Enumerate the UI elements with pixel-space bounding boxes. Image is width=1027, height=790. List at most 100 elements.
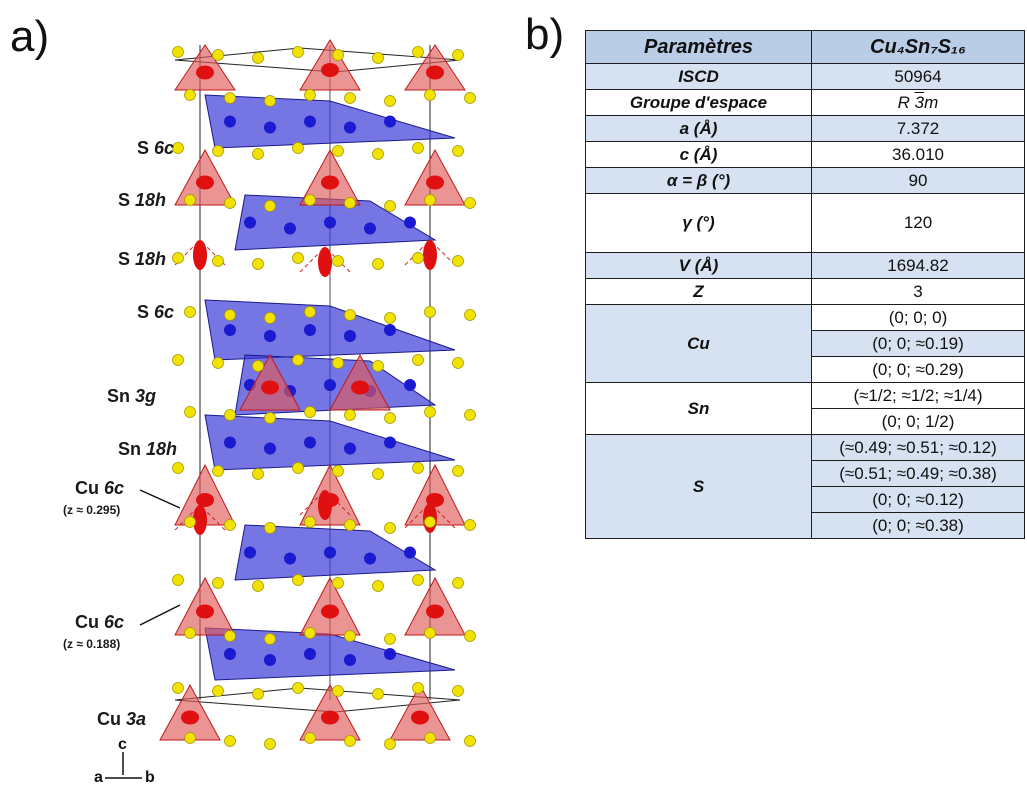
- sn-atom: [344, 330, 356, 342]
- site-label-s-6c-top: S 6c: [137, 138, 175, 158]
- s-atom: [412, 462, 424, 474]
- s-atom: [464, 735, 476, 747]
- s-atom: [372, 468, 384, 480]
- s-atom: [344, 409, 356, 421]
- cu-s-bond: [174, 239, 201, 266]
- s-atom: [424, 627, 436, 639]
- s-atom: [184, 306, 196, 318]
- table-row: Cu (0; 0; 0): [585, 304, 1025, 383]
- s-atom: [304, 306, 316, 318]
- sn-atom: [364, 222, 376, 235]
- header-compound: Cu₄Sn₇S₁₆: [811, 30, 1025, 64]
- s-atom: [372, 148, 384, 160]
- table-row: (0; 0; ≈0.19): [586, 330, 1025, 357]
- sn-atom: [344, 442, 356, 455]
- table-row: (0; 0; ≈0.29): [586, 356, 1025, 383]
- s-atom: [464, 409, 476, 421]
- s-atom: [292, 142, 304, 154]
- row-label-s: S: [585, 434, 812, 539]
- pointer-arrow-cu-upper: [139, 489, 181, 509]
- cu-s-bond: [199, 239, 226, 266]
- table-row: Groupe d'espace R 3m: [585, 89, 1025, 116]
- s-atom: [252, 258, 264, 270]
- sn-atom: [384, 324, 396, 336]
- s-atom: [412, 354, 424, 366]
- s-atom: [452, 685, 464, 697]
- s-atom: [184, 732, 196, 744]
- sn-atom: [264, 442, 276, 455]
- row-label-cu: Cu: [585, 304, 812, 383]
- sn-atom: [404, 546, 416, 559]
- s-atom: [252, 688, 264, 700]
- site-note-cu-6c-upper: (z ≈ 0.295): [63, 503, 121, 517]
- site-label-cu-3a: Cu 3a: [97, 709, 147, 729]
- table-row: α = β (°) 90: [585, 167, 1025, 194]
- table-row: γ (°) 120: [585, 193, 1025, 253]
- axis-label-b: b: [145, 769, 155, 786]
- s-atom: [384, 95, 396, 107]
- s-atom: [172, 574, 184, 586]
- s-atom: [224, 519, 236, 531]
- cu-atom: [321, 604, 339, 619]
- axis-label-c: c: [118, 736, 127, 753]
- sn-atom: [384, 648, 396, 660]
- s-atom: [224, 309, 236, 321]
- s-atom: [212, 577, 224, 589]
- sn-octahedra-layer: [204, 627, 456, 681]
- s-position: (≈0.49; ≈0.51; ≈0.12): [811, 434, 1025, 461]
- parameters-table: Paramètres Cu₄Sn₇S₁₆ ISCD 50964 Groupe d…: [585, 30, 1025, 539]
- table-row: S (≈0.49; ≈0.51; ≈0.12): [585, 434, 1025, 539]
- s-atom: [264, 412, 276, 424]
- sn-atom: [264, 330, 276, 342]
- table-row: (0; 0; ≈0.12): [586, 486, 1025, 513]
- sn-atom: [304, 436, 316, 449]
- s-atom: [304, 516, 316, 528]
- table-row: (0; 0; 1/2): [586, 408, 1025, 435]
- s-atom: [212, 255, 224, 267]
- s-atom: [292, 462, 304, 474]
- s-atom: [424, 89, 436, 101]
- s-atom: [252, 52, 264, 64]
- table-row: (≈0.51; ≈0.49; ≈0.38): [586, 460, 1025, 487]
- table-row: V (Å) 1694.82: [585, 252, 1025, 279]
- s-atom: [424, 732, 436, 744]
- s-atom: [332, 49, 344, 61]
- sn-atom: [384, 436, 396, 449]
- cu-atom: [196, 493, 214, 507]
- s-atom: [184, 627, 196, 639]
- s-atom: [304, 89, 316, 101]
- s-atom: [332, 357, 344, 369]
- cu-atom: [321, 63, 339, 77]
- s-atom: [304, 194, 316, 206]
- sn-atom: [404, 379, 416, 391]
- s-atom: [184, 89, 196, 101]
- table-row: Z 3: [585, 278, 1025, 305]
- row-value-space-group: R 3m: [811, 89, 1025, 116]
- s-atom: [172, 354, 184, 366]
- s-atom: [264, 522, 276, 534]
- row-value-a: 7.372: [811, 115, 1025, 142]
- s-atom: [344, 519, 356, 531]
- site-label-sn-18h: Sn 18h: [118, 439, 178, 459]
- cu-s-bond: [299, 489, 326, 516]
- s-atom: [384, 312, 396, 324]
- s-atom: [332, 255, 344, 267]
- s-atom: [344, 92, 356, 104]
- axis-label-a: a: [94, 769, 103, 786]
- sn-position: (0; 0; 1/2): [811, 408, 1025, 435]
- table-row: c (Å) 36.010: [585, 141, 1025, 168]
- table-row: ISCD 50964: [585, 63, 1025, 90]
- s-atom: [172, 46, 184, 58]
- cu-s-bond: [429, 502, 456, 529]
- header-parametres: Paramètres: [585, 30, 812, 64]
- sn-atom: [264, 654, 276, 666]
- sn-atom: [244, 216, 256, 229]
- s-atom: [212, 49, 224, 61]
- cu-atom: [318, 490, 332, 520]
- row-label-a: a (Å): [585, 115, 812, 142]
- row-label-z: Z: [585, 278, 812, 305]
- s-atom: [372, 258, 384, 270]
- sn-atom: [404, 216, 416, 229]
- sn-atom: [284, 552, 296, 565]
- cu-atom: [318, 247, 332, 277]
